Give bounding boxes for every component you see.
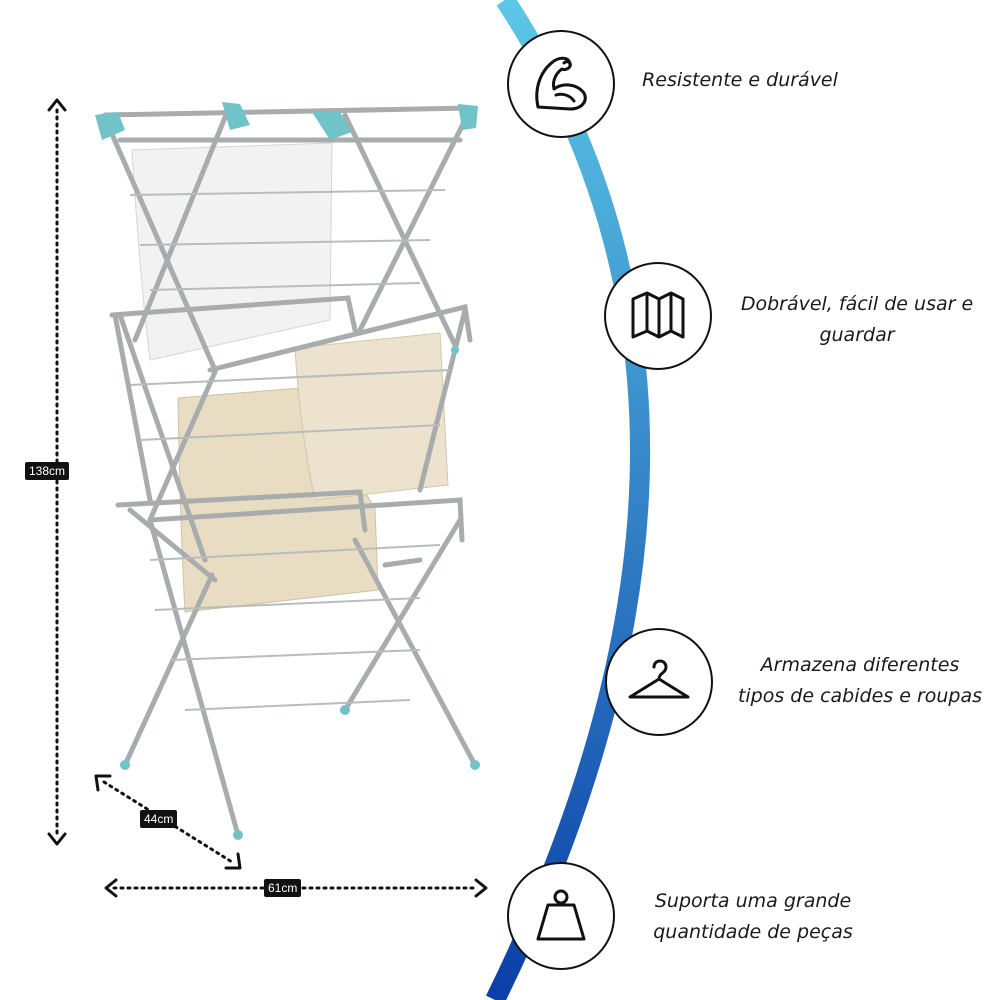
feature-text-hangers: Armazena diferentes tipos de cabides e r… <box>737 654 983 707</box>
feature-icon-hangers <box>605 628 713 736</box>
feature-icon-foldable <box>604 262 712 370</box>
flexed-arm-icon <box>535 56 587 111</box>
height-dimension-label: 138cm <box>25 462 70 480</box>
width-dimension-label: 61cm <box>264 879 302 897</box>
feature-text-strength: Resistente e durável <box>642 69 838 91</box>
folded-map-icon <box>631 291 685 339</box>
weight-icon <box>536 889 586 941</box>
feature-icon-capacity <box>507 862 615 970</box>
feature-text-foldable: Dobrável, fácil de usar e guardar <box>740 293 974 346</box>
depth-dimension-label: 44cm <box>140 810 178 828</box>
feature-text-capacity: Suporta uma grande quantidade de peças <box>653 890 853 943</box>
feature-icon-strength <box>507 30 615 138</box>
hanger-icon <box>628 659 690 699</box>
